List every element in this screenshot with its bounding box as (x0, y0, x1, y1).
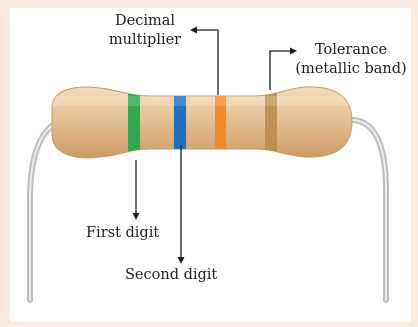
second-digit-label: Second digit (125, 266, 217, 285)
first-digit-label: First digit (86, 224, 159, 243)
tolerance-line2: (metallic band) (290, 60, 412, 79)
decimal-multiplier-line1: Decimal (100, 12, 190, 31)
decimal-multiplier-label: Decimal multiplier (100, 12, 190, 50)
tolerance-label: Tolerance (metallic band) (290, 41, 412, 79)
tolerance-line1: Tolerance (290, 41, 412, 60)
decimal-multiplier-line2: multiplier (100, 31, 190, 50)
